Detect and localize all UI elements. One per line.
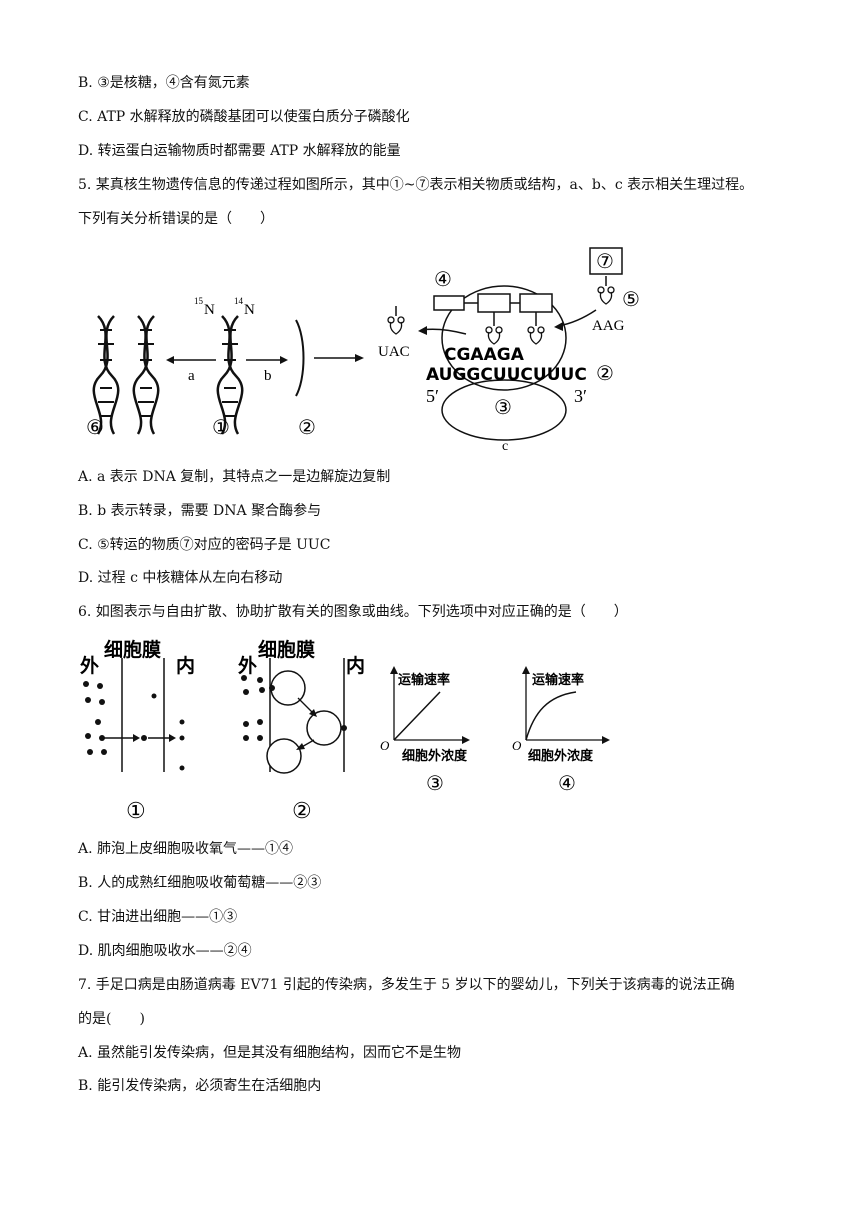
amino-acid-box-7	[589, 247, 623, 275]
five-prime-end: 5′	[426, 386, 439, 406]
q6-option-d: D. 肌肉细胞吸收水——②④	[78, 943, 252, 959]
molecules-inside-1	[151, 693, 185, 771]
graph-4-y-arrow	[522, 666, 530, 674]
graph-3-xlabel: 细胞外浓度	[402, 748, 468, 764]
q5-stem-line2: 下列有关分析错误的是（ ）	[78, 211, 274, 227]
q6-option-c: C. 甘油进出细胞——①③	[78, 909, 238, 925]
arrow-a	[166, 356, 216, 364]
q6-stem: 6. 如图表示与自由扩散、协助扩散有关的图象或曲线。下列选项中对应正确的是（ ）	[78, 604, 628, 620]
label-7: ⑦	[596, 251, 614, 273]
inside-label-2: 内	[346, 654, 365, 677]
graph-3-ylabel: 运输速率	[398, 672, 450, 688]
n14-superscript: 14	[234, 296, 244, 306]
panel-label-2: ②	[292, 798, 312, 823]
outside-label-2: 外	[238, 654, 257, 677]
trna-bound-right	[527, 312, 545, 345]
panel-label-4: ④	[558, 773, 576, 795]
q7-option-b: B. 能引发传染病，必须寄生在活细胞内	[78, 1078, 322, 1094]
arrow-b	[246, 356, 288, 364]
label-6: ⑥	[86, 417, 104, 439]
three-prime-end: 3′	[574, 386, 587, 406]
label-a: a	[188, 368, 195, 384]
trna-incoming-5	[597, 276, 615, 305]
graph-3-x-arrow	[462, 736, 470, 744]
ribosome-small-subunit-3	[441, 379, 567, 441]
q4-option-b: B. ③是核糖，④含有氮元素	[78, 75, 250, 91]
graph-4-x-arrow	[602, 736, 610, 744]
q5-option-b: B. b 表示转录，需要 DNA 聚合酶参与	[78, 503, 322, 519]
q5-option-d: D. 过程 c 中核糖体从左向右移动	[78, 570, 283, 586]
label-b: b	[264, 368, 272, 384]
q5-option-a: A. a 表示 DNA 复制，其特点之一是边解旋边复制	[78, 469, 391, 485]
graph-3-linear-curve	[393, 691, 441, 741]
molecules-outside-1	[83, 681, 107, 755]
molecules-outside-2	[241, 675, 275, 741]
diffusion-arrow-1	[102, 734, 176, 742]
n15-label: N	[204, 302, 215, 318]
mrna-sequence: AUGGCUUCUUUC	[426, 365, 587, 385]
label-3: ③	[494, 397, 512, 419]
carrier-protein-middle	[306, 710, 342, 746]
graph-4-xlabel: 细胞外浓度	[528, 748, 594, 764]
graph-3-y-arrow	[390, 666, 398, 674]
q6-diffusion-figure: 细胞膜 外 内 ① 细胞膜 外 内 ②	[80, 638, 610, 823]
anticodon-sequence: CGAAGA	[444, 345, 525, 365]
graph-4-axes	[525, 670, 606, 741]
inside-label-1: 内	[176, 654, 195, 677]
trna-leaving	[387, 306, 405, 335]
membrane-title-1: 细胞膜	[104, 638, 161, 661]
label-5: ⑤	[622, 289, 640, 311]
molecules-inside-2	[341, 725, 347, 731]
graph-4-saturation-curve	[525, 691, 577, 741]
uac-anticodon: UAC	[378, 344, 410, 360]
q5-stem-line1: 5. 某真核生物遗传信息的传递过程如图所示，其中①~⑦表示相关物质或结构，a、b…	[78, 177, 754, 193]
panel-label-3: ③	[426, 773, 444, 795]
label-2-right: ②	[596, 363, 614, 385]
outside-label-1: 外	[80, 654, 99, 677]
q5-gene-expression-figure: 15 N 14 N a b ⑥ ① ② ④ UA	[86, 247, 640, 454]
membrane-title-2: 细胞膜	[258, 638, 315, 661]
polypeptide-residue-3	[519, 293, 553, 313]
arrow-trna-enter	[554, 309, 597, 331]
ribosome-large-subunit	[441, 285, 567, 391]
panel-label-1: ①	[126, 798, 146, 823]
graph-4-ylabel: 运输速率	[532, 672, 584, 688]
q7-option-a: A. 虽然能引发传染病，但是其没有细胞结构，因而它不是生物	[78, 1045, 462, 1061]
label-4: ④	[434, 269, 452, 291]
n15-superscript: 15	[194, 296, 204, 306]
mrna-strand-2	[295, 319, 305, 397]
q6-option-b: B. 人的成熟红细胞吸收葡萄糖——②③	[78, 875, 322, 891]
carrier-protein-bottom	[266, 738, 302, 774]
label-1: ①	[212, 417, 230, 439]
arrow-trna-exit	[418, 326, 467, 335]
carrier-arrows	[296, 697, 317, 750]
trna-bound-left	[485, 312, 503, 345]
label-2-left: ②	[298, 417, 316, 439]
polypeptide-residue-2	[477, 293, 511, 313]
label-c: c	[502, 439, 508, 454]
dna-helix-1	[216, 315, 244, 435]
n14-label: N	[244, 302, 255, 318]
q6-option-a: A. 肺泡上皮细胞吸收氧气——①④	[78, 841, 294, 857]
aag-anticodon: AAG	[592, 318, 625, 334]
dna-helix-6b	[132, 315, 160, 435]
polypeptide-residue-start	[433, 295, 465, 311]
graph-3-origin: O	[380, 738, 390, 753]
graph-4-origin: O	[512, 738, 522, 753]
q4-option-c: C. ATP 水解释放的磷酸基团可以使蛋白质分子磷酸化	[78, 109, 410, 125]
q5-option-c: C. ⑤转运的物质⑦对应的密码子是 UUC	[78, 537, 331, 553]
q7-stem-line1: 7. 手足口病是由肠道病毒 EV71 引起的传染病，多发生于 5 岁以下的婴幼儿…	[78, 977, 735, 993]
q7-stem-line2: 的是( )	[78, 1011, 145, 1027]
q4-option-d: D. 转运蛋白运输物质时都需要 ATP 水解释放的能量	[78, 143, 401, 159]
arrow-to-ribosome	[314, 354, 364, 362]
dna-helix-6a	[92, 315, 120, 435]
graph-3-axes	[393, 670, 466, 741]
